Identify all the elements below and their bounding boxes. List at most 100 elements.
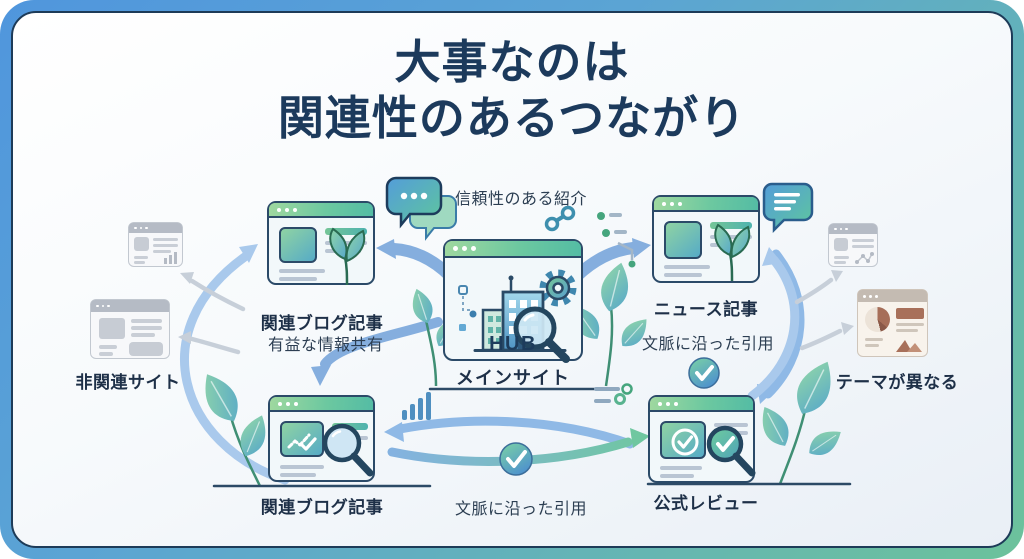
text-line-placeholder (896, 329, 918, 332)
window-titlebar (269, 203, 373, 218)
check-ring-glyph (671, 428, 699, 456)
text-line-placeholder (134, 261, 145, 264)
article-image-placeholder (664, 221, 702, 259)
speech-bubbles-icon (385, 176, 457, 241)
article-image-placeholder (279, 227, 317, 263)
annotation-contextual-quote-right: 文脈に沿った引用 (642, 336, 775, 353)
text-line-placeholder (280, 473, 316, 477)
check-circle-icon (499, 442, 533, 476)
window-titlebar (445, 241, 581, 258)
text-line-placeholder (710, 222, 752, 229)
text-line-placeholder (279, 269, 325, 273)
text-line-placeholder (99, 345, 117, 349)
text-line-placeholder (664, 265, 710, 269)
trend-check-glyph (287, 433, 317, 451)
arrow-hub-to-topleft (376, 239, 456, 282)
text-line-placeholder (99, 352, 113, 356)
hub-illustration (458, 269, 577, 363)
text-line-placeholder (153, 238, 178, 241)
gray-image-placeholder (129, 342, 163, 356)
text-line-placeholder (153, 244, 178, 247)
bar-chart-icon (402, 392, 431, 420)
gray-arrow-left-small (180, 272, 246, 312)
gray-image-placeholder (99, 318, 125, 339)
offtopic-theme-label: テーマが異なる (835, 373, 959, 392)
related-blog-bottom-window (268, 395, 375, 482)
text-line-placeholder (664, 273, 702, 277)
title-line-1: 大事なのは (394, 36, 630, 88)
text-line-placeholder (896, 323, 924, 326)
chart-image-placeholder (280, 421, 324, 457)
text-line-placeholder (834, 256, 849, 259)
unrelated-site-large-window (90, 299, 170, 359)
text-line-placeholder (134, 256, 148, 259)
official-review-window (648, 395, 756, 483)
related-blog-bottom-label: 関連ブログ記事 (260, 498, 384, 517)
magnifier-icon (322, 423, 374, 477)
text-line-placeholder (660, 474, 694, 478)
text-line-placeholder (865, 344, 879, 347)
chat-bubble-icon (762, 182, 814, 234)
text-line-placeholder (280, 465, 324, 469)
offtopic-theme-window (857, 289, 928, 357)
gray-arrow-left-large (178, 331, 241, 355)
unrelated-site-small-window (128, 222, 183, 267)
window-titlebar (654, 197, 758, 212)
mountain-image-icon (896, 340, 922, 352)
gray-arrow-right-beige (799, 322, 854, 351)
leaf-plant (762, 361, 841, 485)
page-title: 大事なのは 関連性のあるつながり (0, 34, 1024, 146)
green-ring-dot (614, 393, 626, 405)
title-line-2: 関連性のあるつながり (277, 92, 747, 145)
window-titlebar (91, 300, 169, 312)
news-article-label: ニュース記事 (653, 300, 759, 319)
arc-review-to-news (747, 247, 800, 401)
filter-lines-icon (594, 383, 633, 403)
annotation-useful-info: 有益な情報共有 (268, 337, 384, 354)
leaf-sprout-icon (714, 223, 751, 282)
text-line-placeholder (325, 228, 367, 235)
link-icon (544, 205, 576, 232)
gray-scatter-icon (855, 252, 874, 264)
text-line-placeholder (131, 326, 162, 330)
related-blog-top-window (267, 201, 375, 286)
hub-main-site-window: HUB (443, 239, 583, 363)
magnifier-check-icon (706, 425, 756, 477)
news-article-window (652, 195, 760, 283)
check-image-placeholder (660, 421, 706, 459)
window-titlebar (858, 290, 927, 302)
window-titlebar (829, 224, 877, 234)
window-titlebar (270, 397, 373, 412)
gray-arrow-right-small (794, 270, 843, 305)
check-circle-icon (688, 357, 720, 389)
annotation-contextual-quote-bottom: 文脈に沿った引用 (455, 501, 588, 518)
offtopic-small-window (828, 223, 878, 267)
arrow-review-to-blog (384, 416, 635, 449)
text-line-placeholder (714, 423, 748, 427)
network-nodes-icon (597, 212, 636, 268)
gray-image-placeholder (134, 237, 149, 251)
text-line-placeholder (131, 319, 162, 323)
window-titlebar (129, 223, 182, 233)
unrelated-site-label: 非関連サイト (75, 373, 181, 392)
text-line-placeholder (865, 338, 883, 341)
related-blog-top-label: 関連ブログ記事 (260, 314, 384, 333)
annotation-trusted-intro: 信頼性のある紹介 (455, 191, 588, 208)
gray-image-placeholder (834, 238, 848, 251)
network-nodes-icon (458, 285, 477, 331)
leaf-sprout-icon (329, 227, 366, 286)
text-line-placeholder (153, 250, 171, 253)
text-line-placeholder (279, 277, 317, 281)
magnifier-icon (513, 306, 570, 363)
leaf-plant (205, 374, 266, 487)
text-line-placeholder (660, 466, 702, 470)
gray-bar-chart-icon (164, 252, 177, 264)
main-site-label: メインサイト (456, 368, 570, 388)
gear-icon (539, 269, 577, 307)
official-review-label: 公式レビュー (653, 494, 759, 513)
hub-badge: HUB (489, 333, 537, 355)
text-line-placeholder (852, 245, 874, 248)
pie-chart-icon (865, 307, 890, 332)
window-titlebar (650, 397, 753, 412)
